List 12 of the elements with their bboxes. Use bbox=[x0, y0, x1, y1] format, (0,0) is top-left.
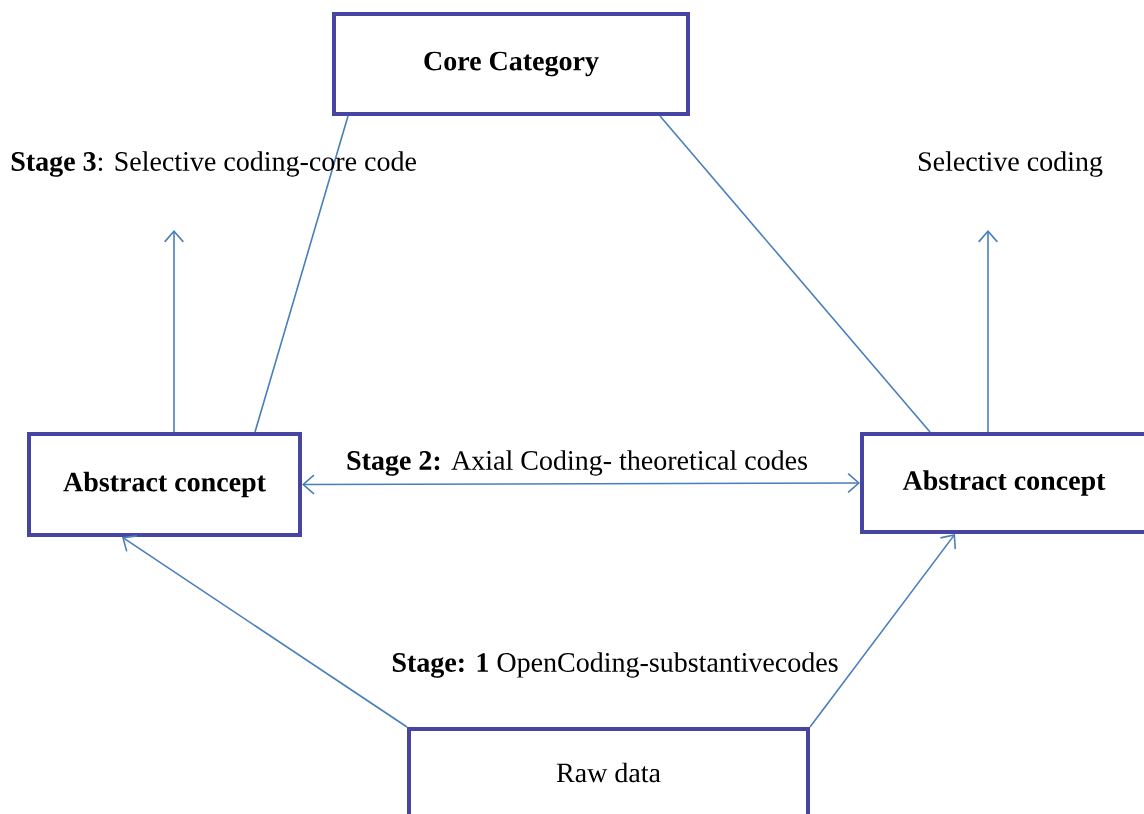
concept-box: Core Category bbox=[332, 12, 690, 116]
edge-label: Stage 2: Axial Coding- theoretical codes bbox=[344, 448, 810, 478]
concept-box: Raw data bbox=[407, 727, 810, 814]
arrow bbox=[809, 534, 957, 728]
stage-label: Stage: 1 OpenCoding-substantivecodes bbox=[392, 652, 838, 678]
arrow bbox=[977, 230, 999, 433]
concept-box: Abstract concept bbox=[27, 432, 302, 537]
arrow bbox=[163, 230, 185, 433]
concept-box: Abstract concept bbox=[860, 432, 1144, 534]
arrow bbox=[302, 472, 860, 495]
stage-label: Selective coding bbox=[919, 151, 1103, 177]
arrow bbox=[122, 535, 408, 728]
